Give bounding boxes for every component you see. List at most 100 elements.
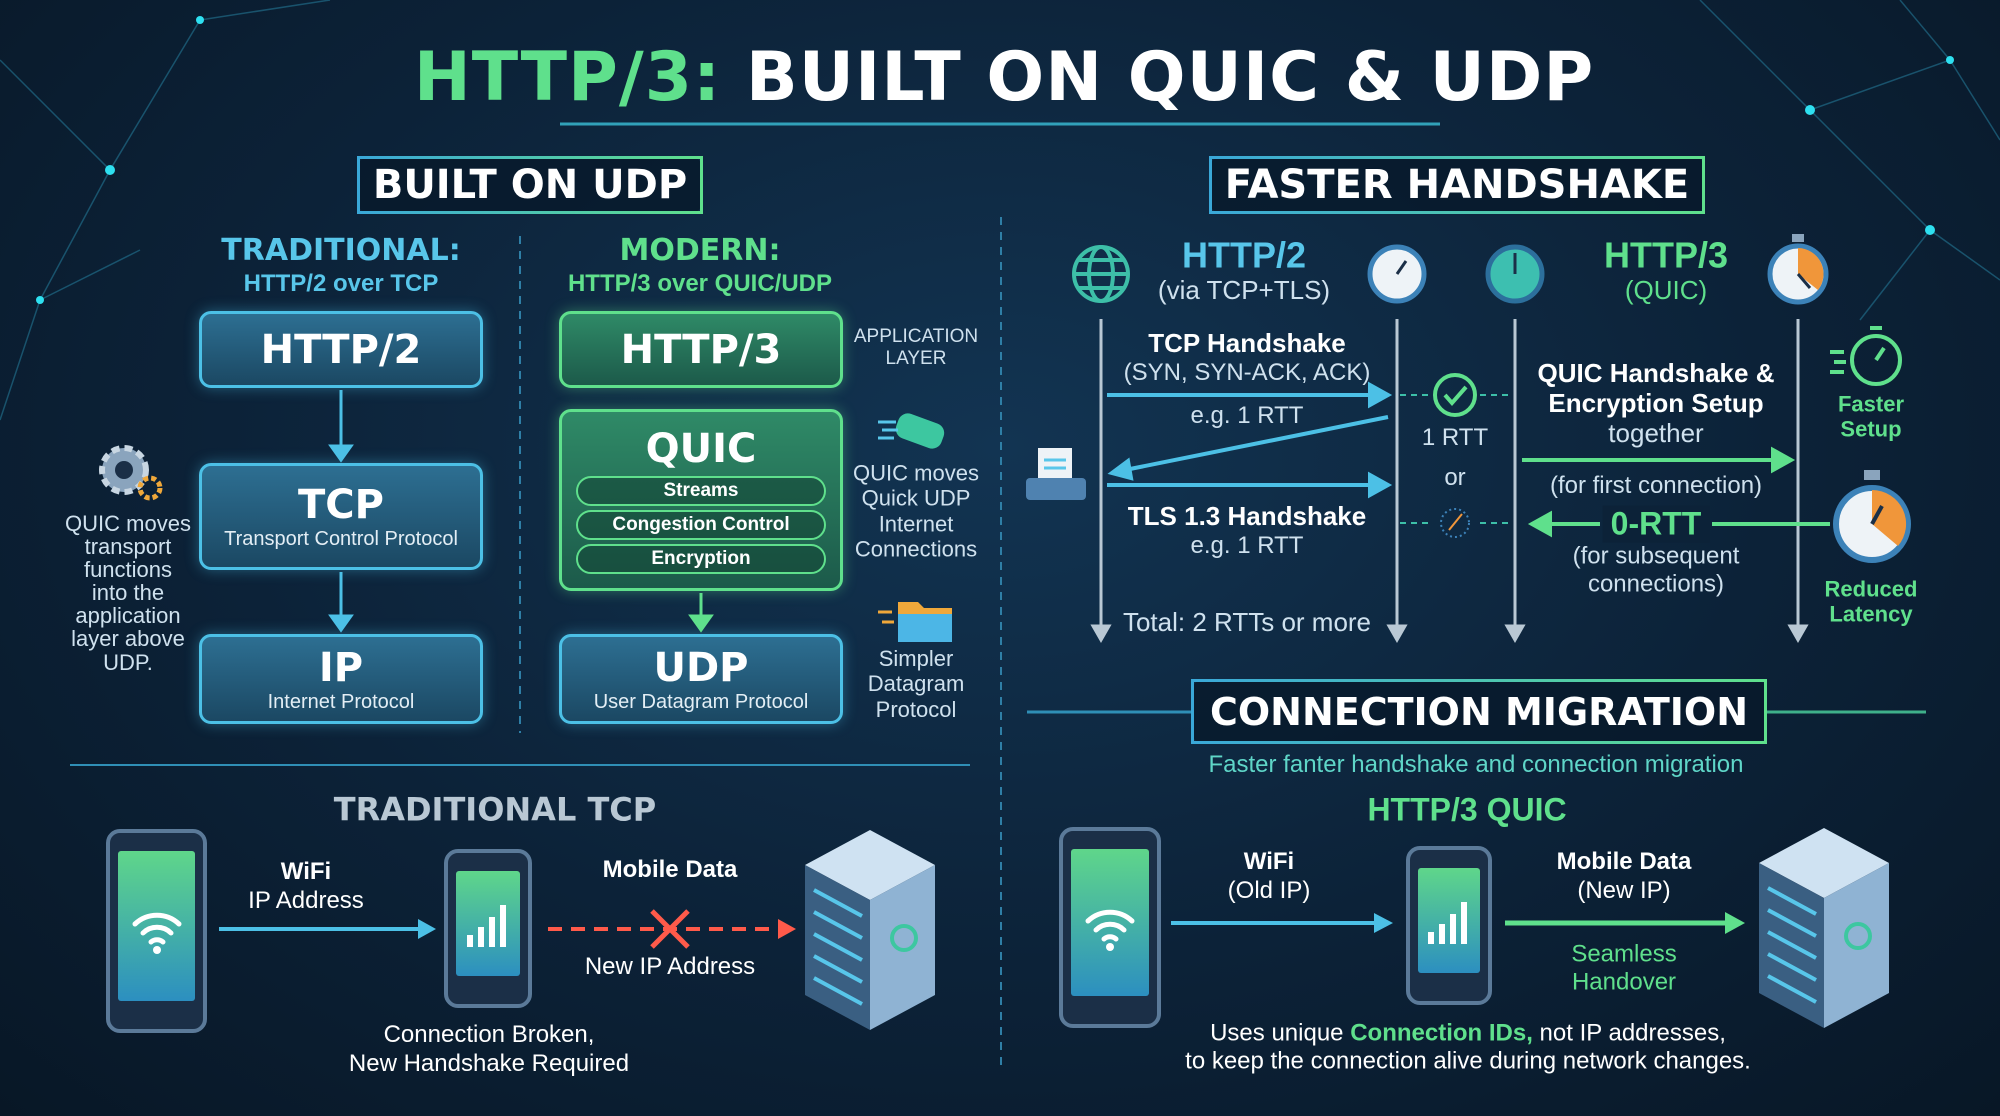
server-icon bbox=[1759, 828, 1889, 1028]
quic-note-line: Quick UDP bbox=[861, 485, 971, 511]
migration-subtitle: Faster fanter handshake and connection m… bbox=[1208, 751, 1744, 779]
clock-icon bbox=[1367, 244, 1427, 304]
udp-note-line: Simpler bbox=[878, 646, 954, 672]
total-rtt-label: Total: 2 RTTs or more bbox=[1122, 607, 1372, 638]
stack-arrows bbox=[328, 390, 714, 633]
modern-sub: HTTP/3 over QUIC/UDP bbox=[567, 270, 833, 298]
quic-hs-line: QUIC Handshake & bbox=[1537, 358, 1775, 389]
faster-stopwatch-icon bbox=[1830, 326, 1902, 386]
together-label: together bbox=[1608, 418, 1704, 449]
seamless-line: Seamless bbox=[1571, 940, 1677, 968]
quic-hs-line: Encryption Setup bbox=[1548, 388, 1764, 418]
migration-old-ip-label: (Old IP) bbox=[1227, 877, 1311, 905]
quic-label: QUIC bbox=[645, 426, 757, 472]
tls-handshake-label: TLS 1.3 Handshake bbox=[1127, 501, 1367, 532]
http3-subheading: (QUIC) bbox=[1624, 275, 1708, 306]
quic-block: QUIC Streams Congestion Control Encrypti… bbox=[559, 409, 843, 591]
subsequent-line: (for subsequent bbox=[1572, 542, 1740, 570]
side-note-line: UDP. bbox=[103, 649, 153, 675]
check-circle-icon bbox=[1433, 373, 1477, 417]
side-note-line: application bbox=[75, 603, 181, 629]
wifi-icon bbox=[132, 912, 181, 954]
faster-line: Setup bbox=[1840, 417, 1902, 442]
globe-icon bbox=[1072, 245, 1130, 303]
udp-note-line: Datagram bbox=[867, 671, 965, 697]
stopwatch-icon bbox=[1767, 234, 1829, 305]
tls-rtt-label: e.g. 1 RTT bbox=[1190, 532, 1304, 560]
http3-block: HTTP/3 bbox=[559, 311, 843, 388]
tcp-wifi-label: WiFi bbox=[280, 858, 332, 886]
traditional-sub: HTTP/2 over TCP bbox=[243, 270, 439, 298]
side-note-line: functions bbox=[83, 557, 173, 583]
zero-rtt-label: 0-RTT bbox=[1602, 505, 1710, 543]
http2-block: HTTP/2 bbox=[199, 311, 483, 388]
note-highlight: Connection IDs, bbox=[1350, 1019, 1533, 1047]
broken-line: Connection Broken, bbox=[383, 1021, 595, 1049]
or-label: or bbox=[1444, 464, 1466, 492]
http2-subheading: (via TCP+TLS) bbox=[1157, 275, 1331, 306]
reduced-line: Latency bbox=[1829, 602, 1913, 627]
http3-label: HTTP/3 bbox=[620, 326, 782, 373]
seamless-line: Handover bbox=[1571, 968, 1677, 995]
connection-broken-note: Connection Broken,New Handshake Required bbox=[349, 1021, 629, 1079]
tcp-label: TCP bbox=[298, 482, 384, 528]
page-title: HTTP/3: BUILT ON QUIC & UDP bbox=[414, 38, 1594, 117]
quic-note-line: Connections bbox=[854, 536, 978, 562]
modern-label: MODERN: bbox=[619, 232, 781, 268]
data-stream-icon bbox=[878, 413, 945, 449]
http3-heading: HTTP/3 bbox=[1603, 234, 1729, 276]
traditional-label: TRADITIONAL: bbox=[221, 232, 461, 268]
note-text: Uses unique bbox=[1210, 1019, 1351, 1047]
udp-sub: User Datagram Protocol bbox=[593, 690, 809, 713]
http3-quic-label: HTTP/3 QUIC bbox=[1367, 791, 1567, 828]
quic-encryption: Encryption bbox=[576, 544, 826, 574]
side-note-line: layer above bbox=[71, 626, 185, 652]
traditional-tcp-heading: TRADITIONAL TCP bbox=[333, 790, 657, 829]
note-text: to keep the connection alive during netw… bbox=[1185, 1047, 1751, 1074]
tcp-demo-arrows bbox=[219, 909, 796, 949]
side-note-line: QUIC moves bbox=[65, 511, 191, 537]
tcp-ip-address-label: IP Address bbox=[248, 887, 364, 915]
reduced-latency-stopwatch-icon bbox=[1833, 470, 1911, 563]
quic-handshake-label: QUIC Handshake &Encryption Setup bbox=[1537, 358, 1775, 419]
dial-icon bbox=[1485, 244, 1545, 304]
reduced-line: Reduced bbox=[1824, 576, 1918, 602]
mini-dial-icon bbox=[1440, 508, 1470, 538]
quic-note-line: Internet bbox=[878, 511, 954, 536]
http2-heading: HTTP/2 bbox=[1181, 234, 1307, 276]
quic-streams: Streams bbox=[576, 476, 826, 506]
folder-icon bbox=[878, 602, 952, 642]
ip-sub: Internet Protocol bbox=[267, 690, 415, 713]
app-layer-line: LAYER bbox=[885, 348, 947, 369]
tcp-handshake-label: TCP Handshake bbox=[1148, 328, 1346, 359]
phone-wifi bbox=[106, 829, 207, 1033]
server-icon bbox=[805, 830, 935, 1030]
phone-wifi-old-ip bbox=[1059, 827, 1161, 1028]
phone-mobile-data bbox=[444, 849, 532, 1008]
phone-mobile-new-ip bbox=[1406, 846, 1492, 1005]
subsequent-line: connections) bbox=[1587, 570, 1725, 597]
quic-note-line: QUIC moves bbox=[853, 460, 979, 486]
gear-icon bbox=[99, 445, 163, 501]
app-layer-line: APPLICATION bbox=[853, 326, 979, 348]
side-note-line: into the bbox=[91, 580, 165, 606]
migration-mobile-data-label: Mobile Data bbox=[1556, 848, 1692, 876]
printer-icon bbox=[1026, 448, 1086, 500]
tcp-mobile-data-label: Mobile Data bbox=[602, 856, 738, 884]
quic-congestion-control: Congestion Control bbox=[576, 510, 826, 540]
tcp-handshake-sub: (SYN, SYN-ACK, ACK) bbox=[1123, 359, 1371, 387]
handshake-timeline bbox=[1090, 319, 1830, 644]
note-text: not IP addresses, bbox=[1532, 1019, 1726, 1047]
wifi-icon bbox=[1085, 909, 1135, 951]
signal-bars-icon bbox=[1428, 901, 1467, 944]
